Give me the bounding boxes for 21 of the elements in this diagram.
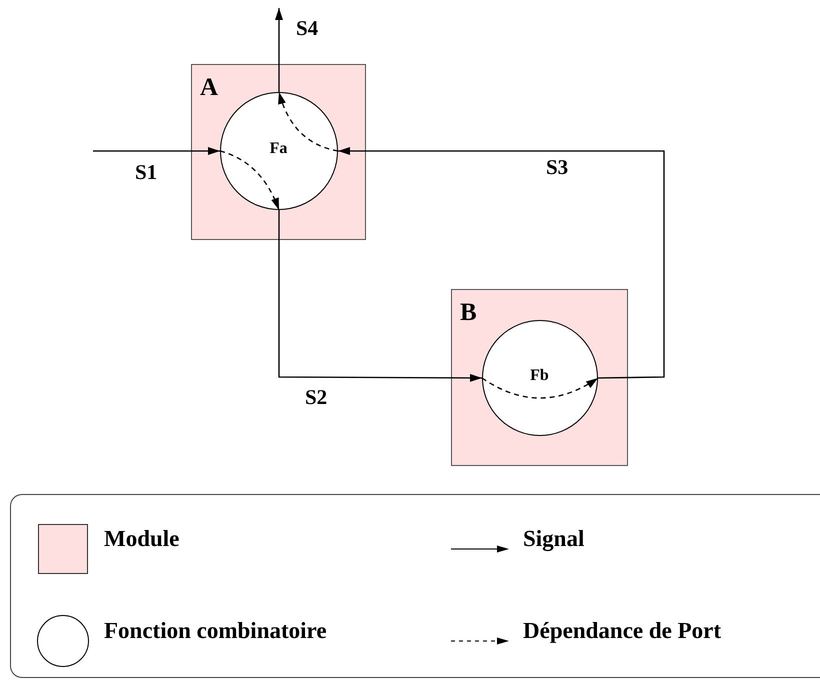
module-box [191,64,366,240]
legend-label: Signal [523,527,584,550]
legend-label: Module [104,527,180,550]
legend-label: Dépendance de Port [523,619,722,642]
legend-label: Fonction combinatoire [104,619,327,642]
module-box [451,289,628,466]
module-label: B [460,300,477,325]
signal-arrow [275,8,283,92]
signal-label: S3 [546,157,568,178]
signal-arrow [93,147,220,155]
module-label: A [200,75,218,100]
signal-arrow [338,147,665,379]
signal-label: S4 [296,18,318,39]
function-label: Fa [270,140,288,156]
dependency-arrow [278,92,338,152]
signal-label: S2 [305,387,328,408]
dependency-arrow [220,150,280,210]
signal-arrow [278,210,482,382]
function-label: Fb [530,368,549,384]
signal-label: S1 [135,162,158,183]
dependency-arrow [482,377,598,399]
